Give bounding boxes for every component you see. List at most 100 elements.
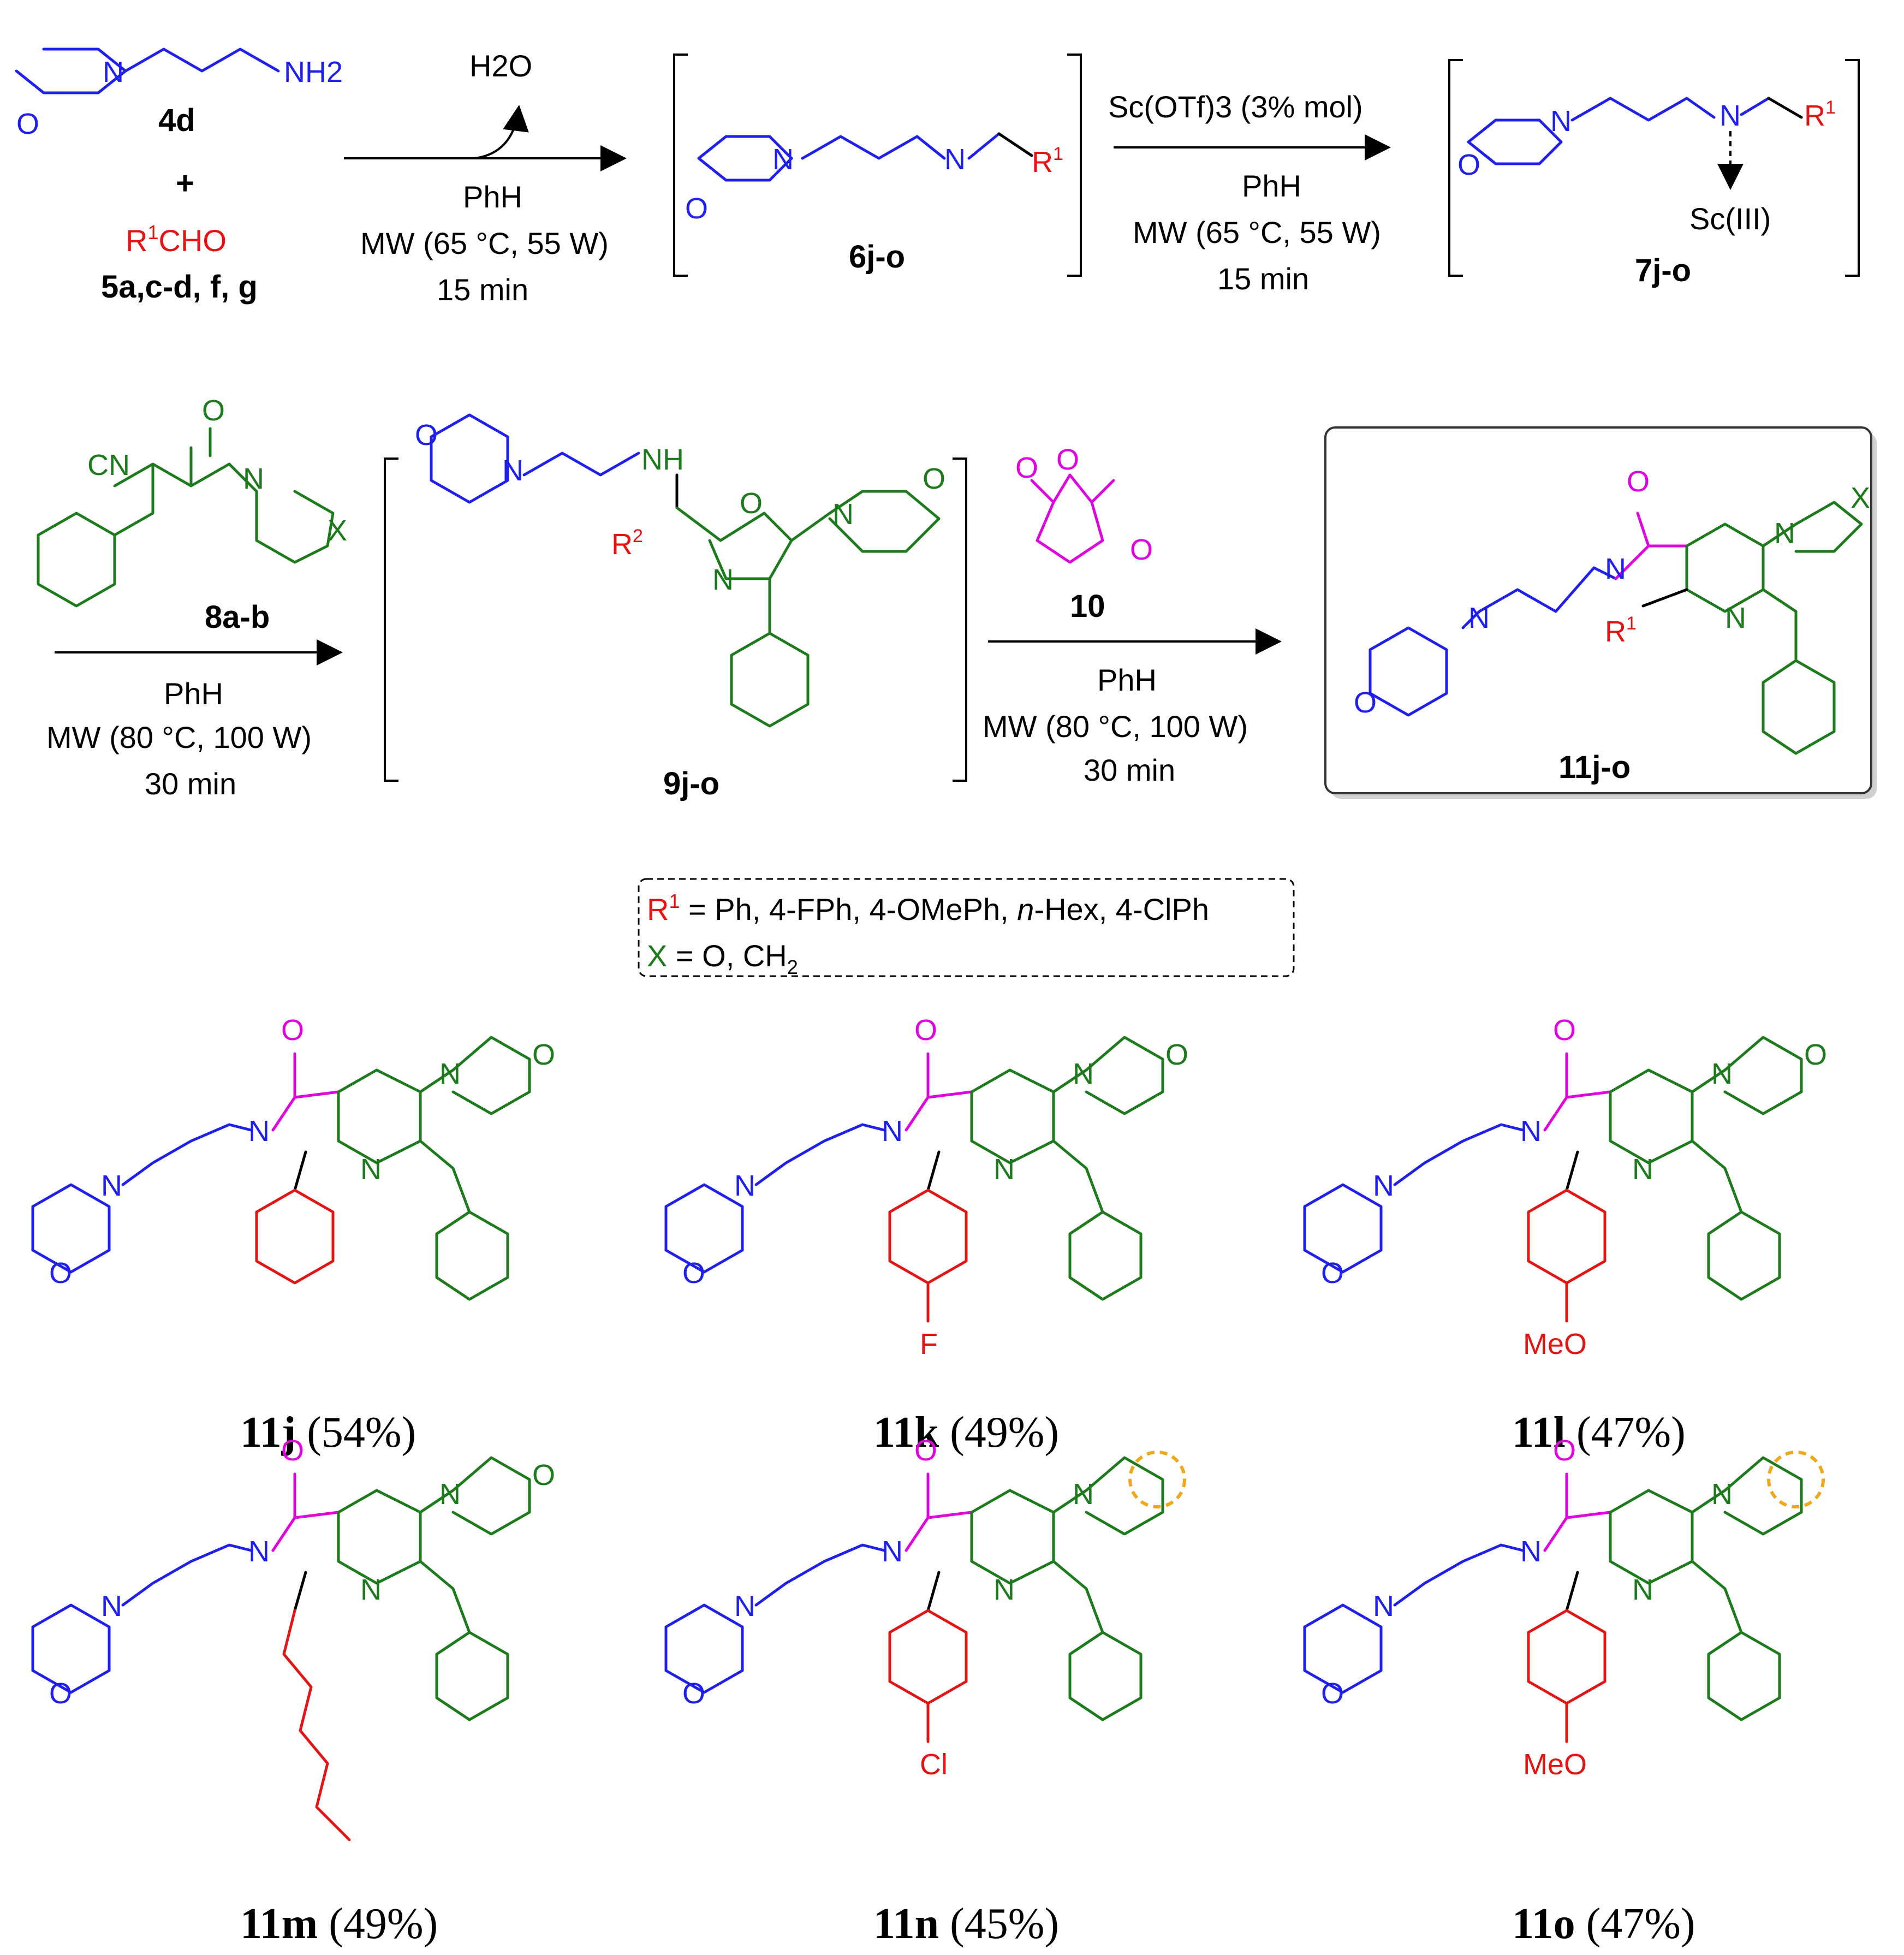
morpholine-o-atom: O — [682, 1677, 705, 1710]
svg-text:R1CHO: R1CHO — [126, 221, 227, 258]
compound-10-maleic-anhydride: O O O 10 — [1015, 443, 1153, 624]
morpholine2-n-atom: N — [1711, 1057, 1733, 1090]
plus-sign: + — [176, 165, 194, 201]
svg-text:R2: R2 — [611, 526, 643, 561]
svg-text:N: N — [772, 143, 794, 176]
intermediate-6: N O N R1 6j-o — [673, 54, 1082, 277]
pyridine-n-atom: N — [360, 1153, 382, 1186]
svg-text:O: O — [923, 462, 945, 495]
morpholine2-o-atom: O — [1804, 1038, 1827, 1071]
arrow-step-2: Sc(OTf)3 (3% mol) PhH MW (65 °C, 55 W) 1… — [1108, 90, 1391, 296]
svg-text:O: O — [685, 192, 708, 225]
product-caption: 11n (45%) — [873, 1900, 1059, 1948]
svg-text:O: O — [415, 419, 438, 451]
svg-text:N: N — [1468, 602, 1490, 634]
lactam-n-atom: N — [248, 1115, 270, 1148]
svg-text:O: O — [1056, 443, 1079, 476]
morpholine-n-atom: N — [734, 1590, 755, 1623]
arrow2-solvent: PhH — [1242, 169, 1301, 203]
morpholine-n-atom: N — [1373, 1590, 1394, 1623]
compound-5-label: 5a,c-d, f, g — [101, 269, 258, 305]
product-11-box: O N N O N N X R1 11j-o — [1324, 426, 1877, 799]
arrow-step-3: PhH MW (80 °C, 100 W) 30 min — [46, 639, 343, 801]
intermediate-7-label: 7j-o — [1635, 253, 1691, 288]
arrow4-time: 30 min — [1084, 753, 1175, 787]
svg-text:N: N — [1719, 99, 1741, 132]
nh-label: NH — [641, 443, 684, 476]
arrow1-time: 15 min — [437, 272, 528, 307]
morpholine-o-atom: O — [49, 1677, 72, 1710]
morpholine-n-atom: N — [101, 1169, 122, 1202]
lactam-n-atom: N — [248, 1535, 270, 1568]
carbonyl-o-atom: O — [281, 1014, 304, 1047]
lactam-n-atom: N — [882, 1115, 903, 1148]
pyridine-n-atom: N — [993, 1153, 1015, 1186]
compound-4d-label: 4d — [158, 103, 195, 138]
arrow3-time: 30 min — [145, 766, 236, 801]
arrow4-conditions: MW (80 °C, 100 W) — [983, 709, 1248, 744]
svg-text:O: O — [1457, 148, 1480, 181]
lactam-n-atom: N — [882, 1535, 903, 1568]
svg-text:N: N — [1774, 517, 1795, 550]
intermediate-9-label: 9j-o — [663, 766, 719, 801]
morpholine2-n-atom: N — [439, 1057, 461, 1090]
svg-text:N: N — [832, 498, 854, 531]
morpholine-o-atom: O — [682, 1257, 705, 1290]
svg-text:N: N — [1605, 552, 1626, 585]
r1-substituent-label: F — [920, 1328, 938, 1360]
substituent-legend: R1 = Ph, 4-FPh, 4-OMePh, n-Hex, 4-ClPh X… — [638, 878, 1295, 978]
product-caption: 11o (47%) — [1512, 1900, 1695, 1948]
pyridine-n-atom: N — [1632, 1153, 1653, 1186]
arrow-step-4: PhH MW (80 °C, 100 W) 30 min — [983, 628, 1282, 787]
product-11j: N O N O N N O 11j (54%) — [31, 1014, 555, 1457]
compound-5-aldehyde: R1CHO 5a,c-d, f, g — [101, 221, 258, 305]
morpholine2-n-atom: N — [439, 1478, 461, 1511]
morpholine2-n-atom: N — [1073, 1478, 1094, 1511]
scandium-label: Sc(III) — [1689, 201, 1771, 236]
intermediate-7: N O N R1 Sc(III) 7j-o — [1448, 59, 1860, 288]
morpholine2-o-atom: O — [532, 1459, 555, 1491]
compound-10-label: 10 — [1070, 589, 1105, 624]
arrow2-conditions: MW (65 °C, 55 W) — [1133, 215, 1381, 249]
pyridine-n-atom: N — [993, 1573, 1015, 1606]
svg-text:N: N — [243, 462, 264, 495]
lactam-n-atom: N — [1520, 1535, 1542, 1568]
arrow4-solvent: PhH — [1097, 663, 1157, 697]
morpholine-o-atom: O — [49, 1257, 72, 1290]
svg-text:O: O — [1015, 451, 1038, 484]
intermediate-9: O N NH R2 O N N O 9j-o — [384, 413, 967, 801]
carbonyl-o-atom: O — [281, 1434, 304, 1467]
svg-text:N: N — [502, 454, 523, 487]
r1-substituent-label: MeO — [1523, 1748, 1587, 1781]
water-byproduct: H2O — [469, 49, 532, 83]
svg-text:N: N — [1550, 105, 1572, 138]
svg-text:X: X — [328, 514, 347, 547]
morpholine2-o-atom: O — [1165, 1038, 1188, 1071]
svg-text:O: O — [16, 108, 39, 140]
carbonyl-o-atom: O — [1553, 1014, 1576, 1047]
product-caption: 11j (54%) — [240, 1409, 416, 1457]
carbonyl-o-atom: O — [914, 1434, 937, 1467]
morpholine-o-atom: O — [1321, 1677, 1344, 1710]
morpholine-n-atom: N — [734, 1169, 755, 1202]
morpholine2-o-atom: O — [532, 1038, 555, 1071]
arrow1-solvent: PhH — [463, 180, 522, 214]
svg-text:O: O — [1627, 465, 1650, 498]
arrow2-catalyst: Sc(OTf)3 (3% mol) — [1108, 90, 1363, 124]
pyridine-n-atom: N — [360, 1573, 382, 1606]
svg-text:R1: R1 — [1032, 144, 1063, 179]
morpholine2-n-atom: N — [1711, 1478, 1733, 1511]
ch2-highlight-circle — [1128, 1451, 1186, 1508]
arrow1-conditions: MW (65 °C, 55 W) — [360, 226, 609, 260]
svg-text:O: O — [740, 487, 763, 520]
arrow-step-1: H2O PhH MW (65 °C, 55 W) 15 min — [344, 49, 627, 307]
compound-4d: N O NH2 4d — [15, 47, 343, 140]
svg-text:O: O — [1354, 686, 1377, 719]
